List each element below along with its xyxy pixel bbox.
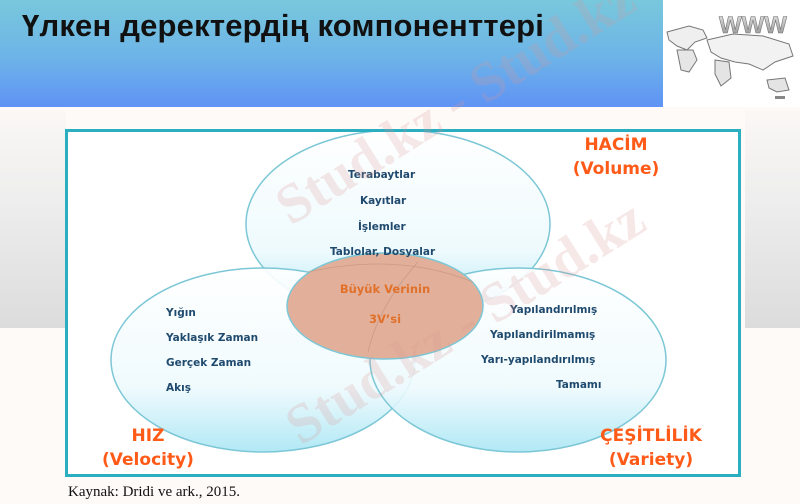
velocity-item: Akış <box>166 382 191 394</box>
volume-item: İşlemler <box>358 221 406 233</box>
variety-item: Tamamı <box>556 379 602 391</box>
right-side-band <box>745 110 800 328</box>
velocity-category-title: HIZ <box>131 426 165 446</box>
volume-item: Tablolar, Dosyalar <box>330 246 436 258</box>
velocity-category-label: HIZ (Velocity) <box>88 424 208 472</box>
variety-category-label: ÇEŞİTLİLİK (Variety) <box>586 424 716 472</box>
velocity-category-en: (Velocity) <box>102 450 194 470</box>
slide-title: Үлкен деректердің компоненттері <box>22 8 545 43</box>
center-subtitle: 3V’si <box>368 312 402 326</box>
velocity-item: Yaklaşık Zaman <box>166 332 259 344</box>
volume-category-title: HACİM <box>584 135 648 155</box>
venn-diagram-frame: Terabaytlar Kayıtlar İşlemler Tablolar, … <box>65 129 741 477</box>
variety-item: Yarı-yapılandırılmış <box>481 354 596 366</box>
source-caption: Kaynak: Dridi ve ark., 2015. <box>68 484 241 500</box>
variety-item: Yapılandirilmamış <box>490 329 596 341</box>
volume-item: Terabaytlar <box>348 169 416 181</box>
title-bar: Үлкен деректердің компоненттері <box>0 0 663 107</box>
world-map-www-icon: WWW <box>663 0 800 107</box>
variety-category-en: (Variety) <box>608 450 694 470</box>
center-title: Büyük Verinin <box>339 282 431 296</box>
velocity-item: Yığın <box>166 307 196 319</box>
variety-item: Yapılandırılmış <box>510 304 598 316</box>
volume-category-en: (Volume) <box>572 159 660 179</box>
volume-category-label: HACİM (Volume) <box>556 133 676 181</box>
variety-category-title: ÇEŞİTLİLİK <box>600 426 702 446</box>
left-side-band <box>0 110 66 328</box>
velocity-item: Gerçek Zaman <box>166 357 252 369</box>
center-3v-ellipse <box>286 252 484 360</box>
volume-item: Kayıtlar <box>360 195 407 207</box>
